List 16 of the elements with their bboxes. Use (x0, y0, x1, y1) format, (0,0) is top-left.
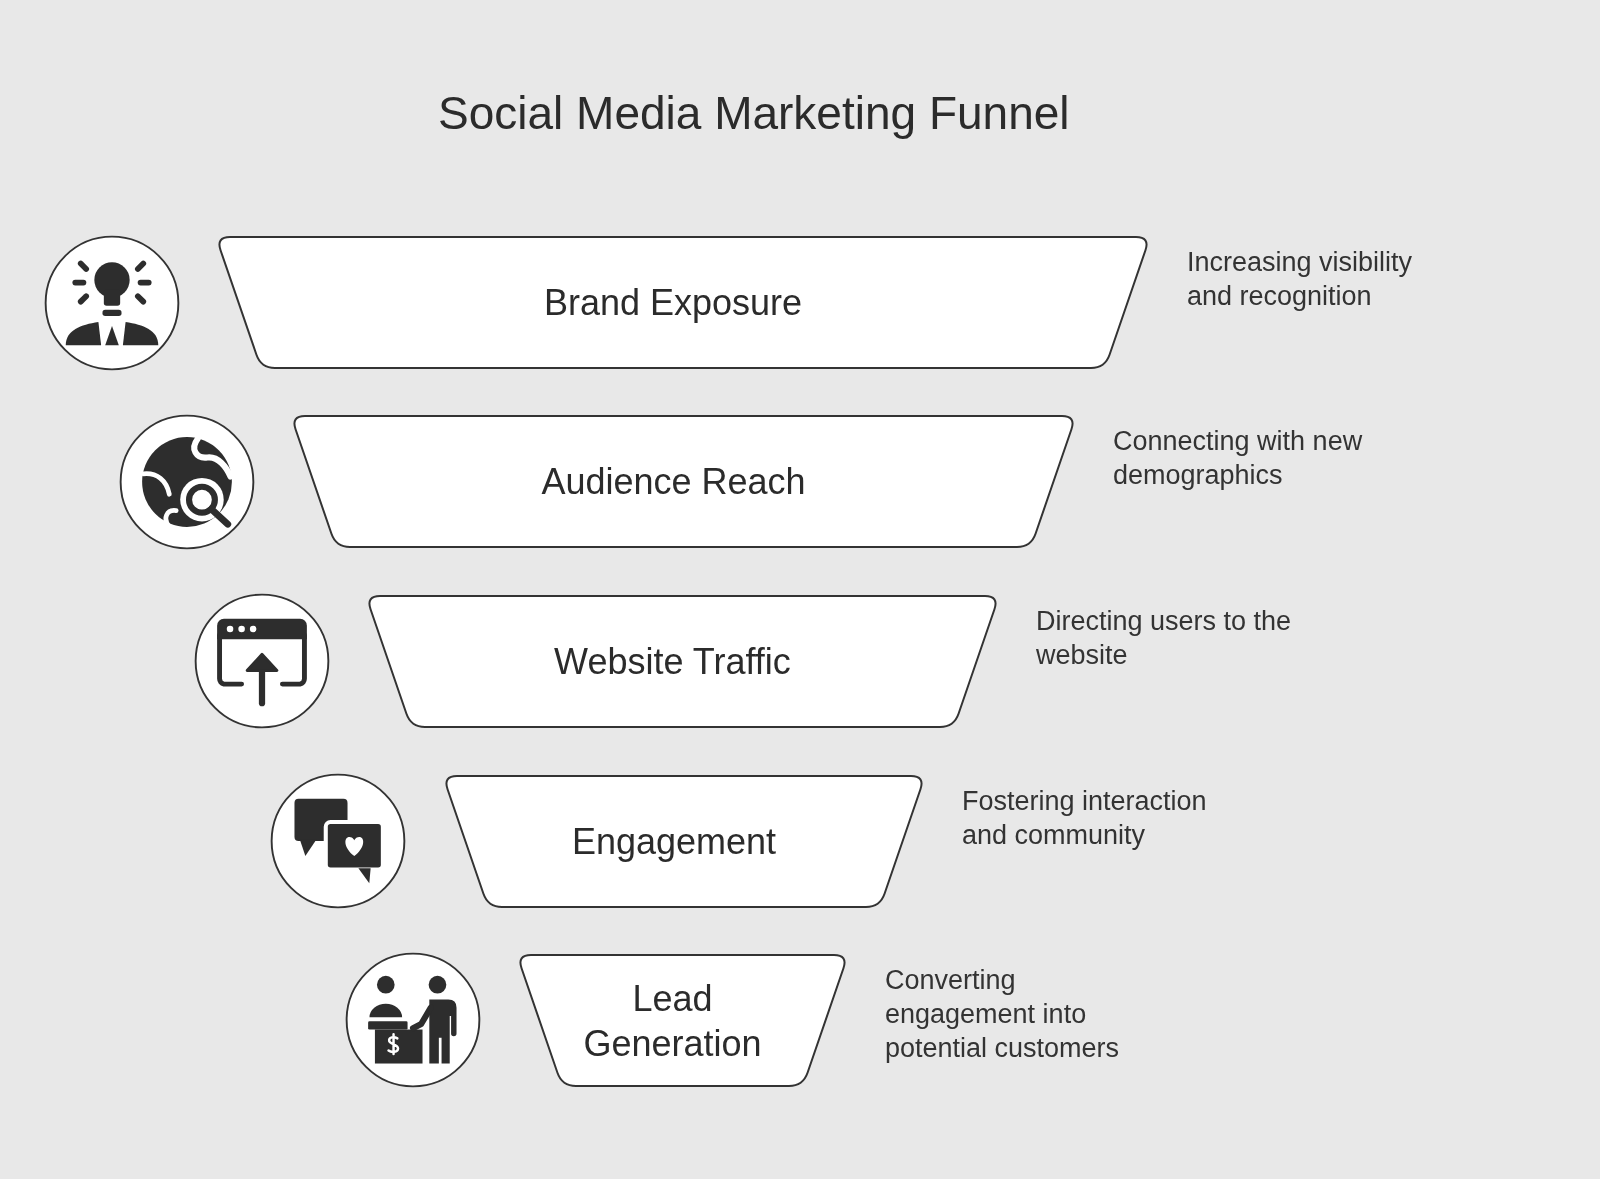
stage-label: Website Traffic (554, 641, 791, 682)
stage-label: Lead Generation (583, 977, 762, 1064)
stage-label: Audience Reach (541, 461, 806, 502)
funnel-stage (516, 954, 849, 1087)
stage-description: Directing users to the website (1036, 605, 1293, 672)
funnel-stage (365, 595, 1000, 728)
funnel-stage (215, 236, 1151, 369)
stage-description: Converting engagement into potential customers (885, 964, 1121, 1065)
stage-description: Fostering interaction and community (962, 785, 1208, 852)
funnel-stage (290, 415, 1077, 548)
stage-label: Engagement (571, 821, 777, 862)
funnel-stage (442, 775, 926, 908)
stage-description: Connecting with new demographics (1113, 425, 1364, 492)
stage-label: Brand Exposure (543, 282, 803, 323)
diagram-title: Social Media Marketing Funnel (438, 86, 1070, 141)
stage-description: Increasing visibility and recognition (1187, 246, 1414, 313)
